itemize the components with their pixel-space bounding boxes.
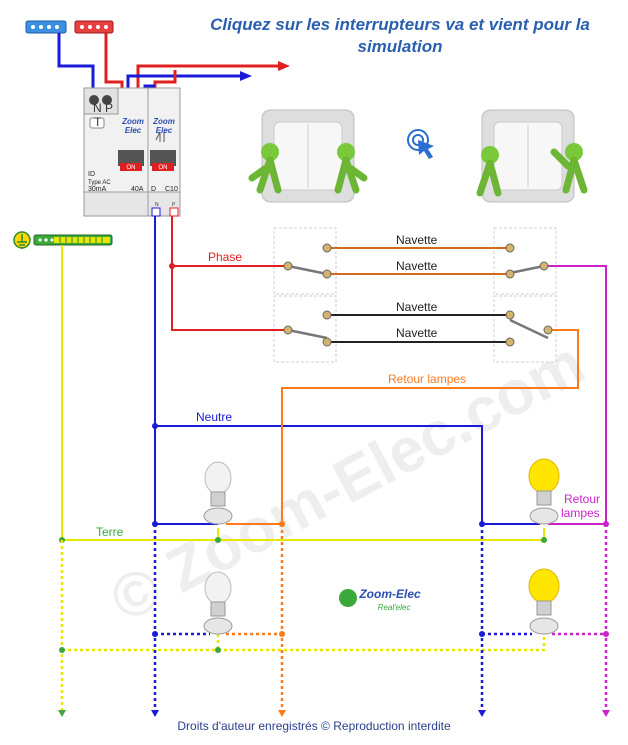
extension-arrows [58,631,610,717]
lampes-label: lampes [561,506,600,520]
lamp-3-off [203,571,233,635]
breaker-id-on-label: ON [127,165,136,171]
switch-illustration-1[interactable] [248,109,368,203]
breaker-id-p-label: P [105,101,113,115]
pointer-hand-icon [407,129,434,159]
supply-wires [57,33,278,90]
breaker-c10-p-label: P [172,202,176,208]
breaker-c10-brand-2: Elec [156,126,173,135]
switch-illustration-2[interactable] [476,109,588,203]
page-title: Cliquez sur les interrupteurs va et vien… [210,15,590,56]
terre-label: Terre [96,525,124,539]
neutral-terminal-strip [25,20,67,34]
navette-label-4: Navette [396,326,438,340]
breaker-id-type: Type AC [88,180,111,186]
breaker-c10-n-label: N [155,202,159,208]
neutre-label: Neutre [196,410,232,424]
circuit-wires [61,216,607,541]
extension-wires [60,524,608,710]
switch-boxes [273,227,557,363]
earth-terminal-strip [13,231,113,249]
breaker-id-sensitivity: 30mA [88,186,107,193]
lamp-4-on [528,568,560,635]
navette-label-2: Navette [396,259,438,273]
copyright-footer: Droits d'auteur enregistrés © Reproducti… [177,719,451,733]
phase-label: Phase [208,250,242,264]
phase-arrow-icon [278,61,290,71]
test-button-label: T [94,115,102,129]
breaker-id-n-label: N [93,101,102,115]
breaker-id-brand-1: Zoom [121,117,144,126]
switch-terminals [283,243,553,347]
logo-line-2: Real'elec [378,603,411,612]
breaker-id-label: ID [88,171,95,178]
breaker-c10-d-label: D [151,186,156,193]
retour-lampes-label: Retour lampes [388,372,466,386]
differential-breaker [83,87,149,217]
breaker-c10-brand-1: Zoom [152,117,175,126]
breaker-id-rating: 40A [131,186,144,193]
neutral-arrow-icon [240,71,252,81]
lamp-2-on [528,458,560,525]
breaker-id-brand-2: Elec [125,126,142,135]
lamp-1-off [203,461,233,525]
navette-label-3: Navette [396,300,438,314]
logo-line-1: Zoom-Elec [358,587,421,601]
c10-breaker [147,87,181,217]
breaker-c10-on-label: ON [159,165,168,171]
breaker-c10-rating: C10 [165,186,178,193]
zoom-elec-logo: Zoom-Elec Real'elec [339,587,421,612]
junction-dots [59,263,609,543]
navette-label-1: Navette [396,233,438,247]
phase-terminal-strip [74,20,114,34]
retour-label: Retour [564,492,600,506]
